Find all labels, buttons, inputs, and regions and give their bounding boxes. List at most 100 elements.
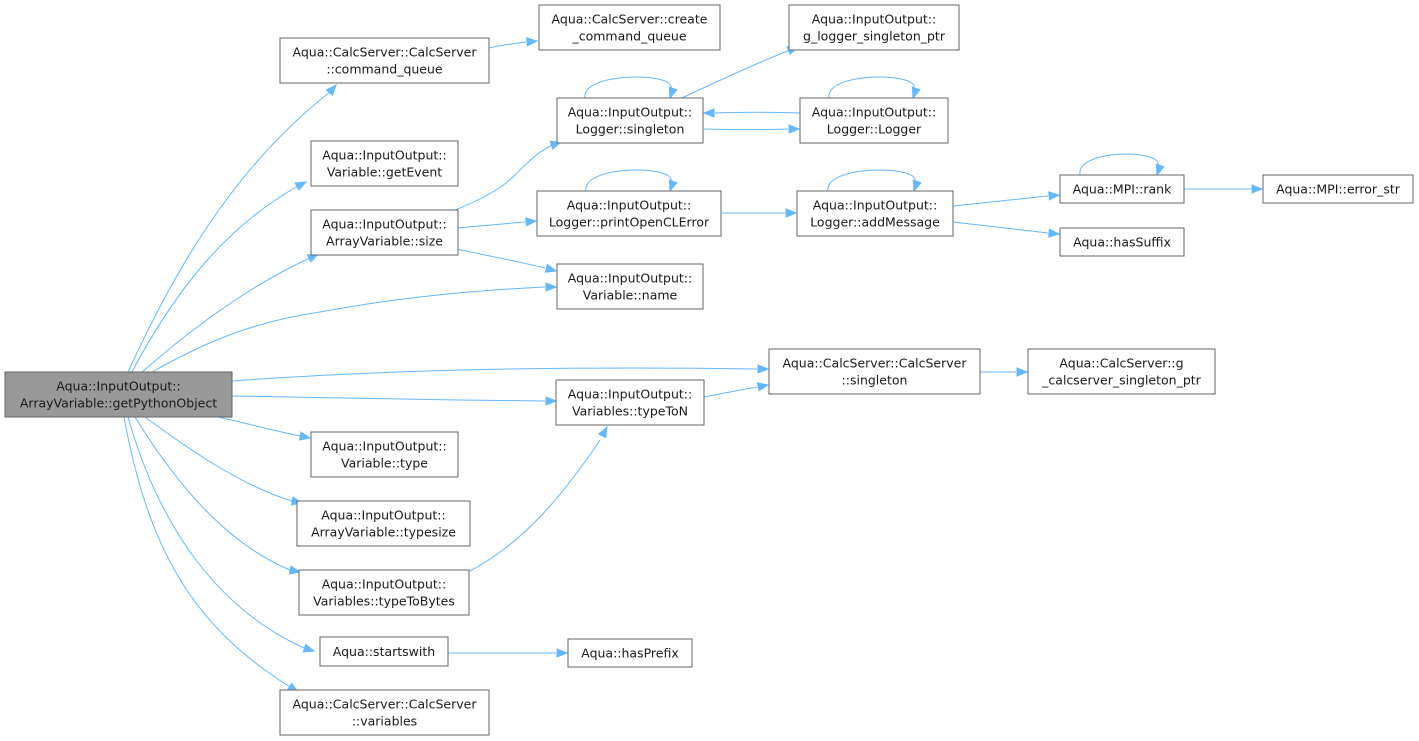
node-label-line: _calcserver_singleton_ptr [1041,373,1202,388]
edge-size-to-variable_name [455,248,558,273]
node-label-line: Aqua::InputOutput:: [568,105,692,120]
node-label-line: Aqua::MPI::rank [1073,182,1172,197]
edge-arrowhead [544,263,558,273]
node-startswith[interactable]: Aqua::startswith [319,636,449,667]
edge-path [455,248,546,269]
edge-arrowhead [756,382,770,392]
self-loop-arrowhead [668,86,678,100]
node-label-line: ::variables [352,714,417,729]
node-box [310,140,459,187]
node-logger-logger[interactable]: Aqua::InputOutput::Logger::Logger [799,97,949,144]
self-loop-path [584,76,672,99]
node-command-queue[interactable]: Aqua::CalcServer::CalcServer::command_qu… [279,37,490,84]
edge-root-to-typeToN [231,395,558,406]
node-label-line: Aqua::InputOutput:: [322,577,446,592]
edge-root-to-command_queue [127,83,337,373]
node-label-line: Aqua::CalcServer::CalcServer [293,697,478,712]
node-printOpenCLError[interactable]: Aqua::InputOutput::Logger::printOpenCLEr… [536,190,722,237]
node-addMessage[interactable]: Aqua::InputOutput::Logger::addMessage [796,190,954,237]
node-label-line: Logger::printOpenCLError [549,215,710,230]
edge-path [151,286,546,373]
edge-arrowhead [526,37,539,47]
node-variable-type[interactable]: Aqua::InputOutput::Variable::type [310,431,459,478]
node-typesize[interactable]: Aqua::InputOutput::ArrayVariable::typesi… [296,500,471,547]
edge-addMessage-to-addMessage [827,169,922,193]
node-box [799,97,949,144]
node-create-command-queue[interactable]: Aqua::CalcServer::create_command_queue [538,4,721,51]
edge-arrowhead [1048,228,1061,238]
node-box [310,209,459,256]
node-label-line: ArrayVariable::typesize [311,525,456,540]
edge-path [703,128,789,131]
node-box [796,190,954,237]
node-typeToBytes[interactable]: Aqua::InputOutput::Variables::typeToByte… [298,569,470,616]
node-root[interactable]: Aqua::InputOutput::ArrayVariable::getPyt… [4,371,233,418]
node-g-calcserver-singleton-ptr[interactable]: Aqua::CalcServer::g_calcserver_singleton… [1027,348,1216,395]
edge-path [134,416,291,571]
node-calcserver-singleton[interactable]: Aqua::CalcServer::CalcServer::singleton [768,348,981,395]
node-variable-name[interactable]: Aqua::InputOutput::Variable::name [556,263,704,310]
edge-path [127,91,331,373]
edge-arrowhead [556,648,569,658]
edge-path [467,439,601,573]
node-box [296,500,471,547]
node-calcserver-variables[interactable]: Aqua::CalcServer::CalcServer::variables [279,689,490,736]
node-label-line: Aqua::InputOutput:: [568,387,692,402]
node-box [298,569,470,616]
node-mpi-rank[interactable]: Aqua::MPI::rank [1059,174,1185,204]
edge-logger_singleton-to-logger_singleton [584,76,678,100]
node-label-line: Variables::typeToBytes [313,594,455,609]
self-loop-arrowhead [912,179,922,193]
node-box [4,371,233,418]
edge-mpi_rank-to-mpi_error_str [1183,184,1264,194]
edge-arrowhead [1048,191,1061,201]
node-label-line: _command_queue [571,29,686,44]
edge-path [454,143,556,211]
node-label-line: Aqua::InputOutput:: [322,439,446,454]
edge-root-to-calcserver_singleton [231,364,770,382]
node-label-line: Aqua::InputOutput:: [321,508,445,523]
edge-addMessage-to-hasSuffix [952,221,1061,238]
node-size[interactable]: Aqua::InputOutput::ArrayVariable::size [310,209,459,256]
node-box [555,379,705,426]
edge-path [703,386,758,398]
node-getEvent[interactable]: Aqua::InputOutput::Variable::getEvent [310,140,459,187]
edge-root-to-variable_name [151,282,558,373]
self-loop-arrowhead [668,179,678,193]
node-label-line: Aqua::InputOutput:: [812,105,936,120]
node-label-line: Aqua::CalcServer::create [552,12,708,27]
edge-command_queue-to-create_command_queue [488,37,539,49]
node-box [319,636,449,667]
node-label-line: Logger::singleton [576,122,685,137]
node-label-line: Aqua::hasSuffix [1073,235,1171,250]
node-label-line: Aqua::InputOutput:: [56,379,180,394]
node-box [1027,348,1216,395]
node-logger-singleton[interactable]: Aqua::InputOutput::Logger::singleton [556,97,704,144]
edge-arrowhead [525,217,538,227]
edge-size-to-printOpenCLError [457,217,538,229]
node-label-line: Aqua::InputOutput:: [568,271,692,286]
node-box [768,348,981,395]
edge-path [952,221,1049,234]
edge-root-to-calcserver_variables [123,416,300,693]
edge-printOpenCLError-to-addMessage [721,208,798,218]
edge-path [131,185,299,373]
self-loop-arrowhead [1155,163,1165,177]
node-box [556,263,704,310]
node-box [788,4,960,51]
node-mpi-error-str[interactable]: Aqua::MPI::error_str [1262,174,1414,204]
node-hasPrefix[interactable]: Aqua::hasPrefix [567,638,693,668]
edge-arrowhead [1016,367,1029,377]
node-box [310,431,459,478]
edge-path [231,395,546,402]
edge-path [488,41,527,49]
self-loop-path [585,169,672,192]
edge-path [217,416,301,437]
node-typeToN[interactable]: Aqua::InputOutput::Variables::typeToN [555,379,705,426]
node-g-logger-singleton-ptr[interactable]: Aqua::InputOutput::g_logger_singleton_pt… [788,4,960,51]
node-hasSuffix[interactable]: Aqua::hasSuffix [1059,227,1185,257]
node-box [279,689,490,736]
node-box [538,4,721,51]
edge-arrowhead [545,396,558,406]
edge-logger_logger-to-logger_singleton [702,108,801,118]
